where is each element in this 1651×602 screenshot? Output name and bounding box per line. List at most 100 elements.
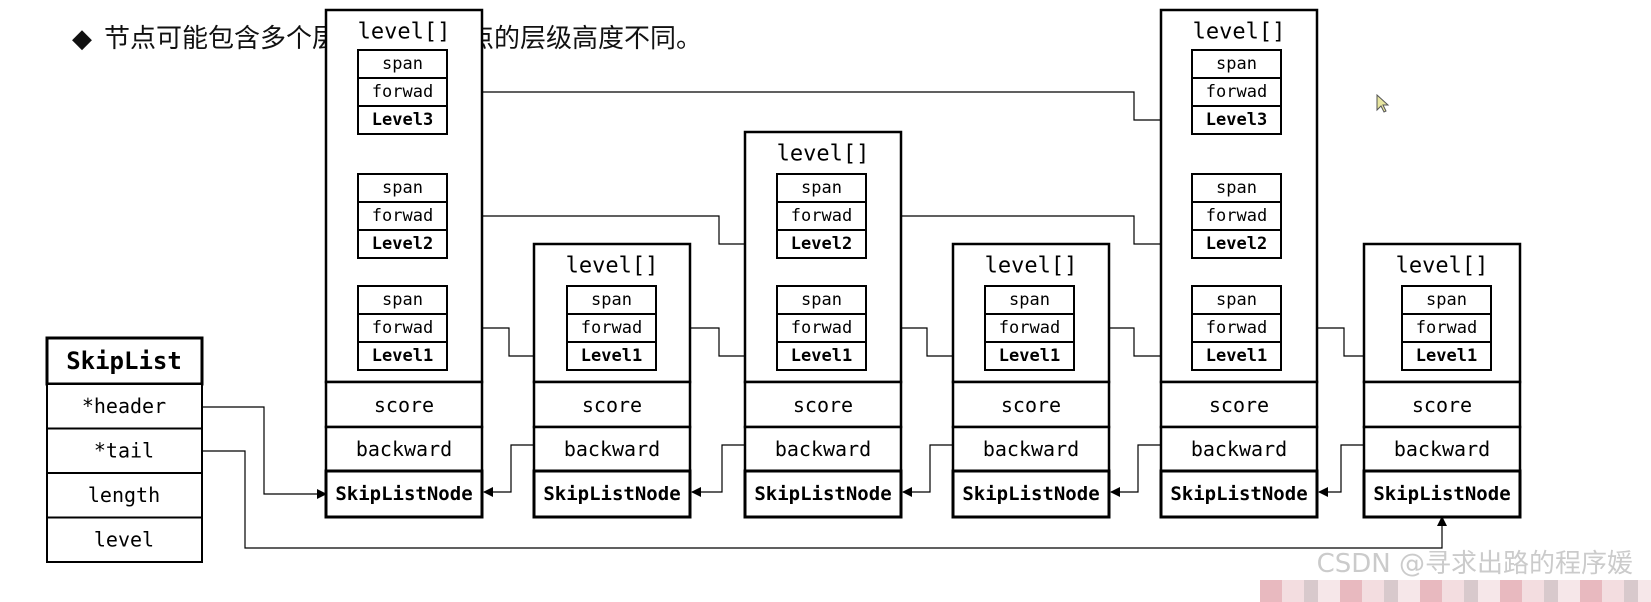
score-label: score xyxy=(1209,393,1269,417)
level-label-level1: Level1 xyxy=(581,346,642,366)
skiplist-field-cell xyxy=(46,383,203,430)
forward-pointer-level2 xyxy=(866,215,1193,249)
span-label: span xyxy=(591,290,632,310)
backward-pointer xyxy=(1318,444,1364,497)
forward-label: forwad xyxy=(372,318,433,338)
level-cell xyxy=(984,341,1075,371)
score-label: score xyxy=(793,393,853,417)
forward-label: forwad xyxy=(372,82,433,102)
forward-label: forwad xyxy=(1206,82,1267,102)
score-cell xyxy=(1159,380,1319,429)
forward-cell xyxy=(1191,201,1282,231)
level-array-label: level[] xyxy=(1396,254,1489,279)
node-type-cell xyxy=(532,469,692,519)
forward-cell xyxy=(357,313,448,343)
blurred-strip xyxy=(1260,580,1651,602)
backward-label: backward xyxy=(983,437,1079,461)
level-array-label: level[] xyxy=(777,142,870,167)
node-type-cell xyxy=(324,469,484,519)
backward-label: backward xyxy=(564,437,660,461)
level-label-level3: Level3 xyxy=(372,110,433,130)
level-label-level2: Level2 xyxy=(1206,234,1267,254)
backward-cell xyxy=(1362,425,1522,473)
skiplist-node-5: level[]spanforwadLevel3spanforwadLevel2s… xyxy=(1159,8,1319,519)
score-label: score xyxy=(582,393,642,417)
span-cell xyxy=(357,173,448,203)
skiplist-node-4: level[]spanforwadLevel1scorebackwardSkip… xyxy=(951,242,1111,519)
level-cell xyxy=(1191,105,1282,135)
level-label-level1: Level1 xyxy=(372,346,433,366)
span-label: span xyxy=(382,54,423,74)
backward-pointer xyxy=(483,444,534,497)
level-label-level1: Level1 xyxy=(1416,346,1477,366)
skiplist-field-length: length xyxy=(88,483,160,507)
level-label-level1: Level1 xyxy=(999,346,1060,366)
score-label: score xyxy=(1412,393,1472,417)
backward-pointer xyxy=(691,444,745,497)
span-cell xyxy=(357,49,448,79)
forward-pointer-level3 xyxy=(447,91,1193,125)
span-label: span xyxy=(1426,290,1467,310)
node-type-cell xyxy=(1362,469,1522,519)
span-cell xyxy=(776,173,867,203)
diamond-bullet-icon: ◆ xyxy=(72,24,92,54)
forward-label: forwad xyxy=(791,318,852,338)
level-cell xyxy=(566,341,657,371)
score-cell xyxy=(1362,380,1522,429)
node-type-label: SkipListNode xyxy=(1373,483,1510,505)
skiplist-field-cell xyxy=(46,472,203,519)
score-cell xyxy=(743,380,903,429)
backward-pointer xyxy=(902,444,953,497)
level-cell xyxy=(357,105,448,135)
level-label-level1: Level1 xyxy=(1206,346,1267,366)
level-cell xyxy=(1401,341,1492,371)
span-label: span xyxy=(801,178,842,198)
node-type-cell xyxy=(1159,469,1319,519)
skiplist-title: SkipList xyxy=(66,347,182,375)
forward-label: forwad xyxy=(1416,318,1477,338)
skiplist-title-cell xyxy=(45,336,204,386)
span-label: span xyxy=(1216,54,1257,74)
score-label: score xyxy=(374,393,434,417)
node-type-label: SkipListNode xyxy=(754,483,891,505)
structure-boxes: SkipList*header*taillengthlevellevel[]sp… xyxy=(45,8,1522,563)
backward-label: backward xyxy=(356,437,452,461)
skiplist-node-6: level[]spanforwadLevel1scorebackwardSkip… xyxy=(1362,242,1522,519)
forward-pointer-level2 xyxy=(447,215,778,249)
level-label-level3: Level3 xyxy=(1206,110,1267,130)
span-label: span xyxy=(382,290,423,310)
node-type-cell xyxy=(743,469,903,519)
level-label-level2: Level2 xyxy=(791,234,852,254)
level-array-label: level[] xyxy=(1193,20,1286,45)
backward-label: backward xyxy=(1191,437,1287,461)
level-cell xyxy=(357,229,448,259)
node-type-label: SkipListNode xyxy=(962,483,1099,505)
skiplist-node-2: level[]spanforwadLevel1scorebackwardSkip… xyxy=(532,242,692,519)
forward-cell xyxy=(357,201,448,231)
backward-pointer xyxy=(1110,444,1161,497)
forward-cell xyxy=(776,313,867,343)
span-cell xyxy=(357,285,448,315)
score-cell xyxy=(951,380,1111,429)
skiplist-node-1: level[]spanforwadLevel3spanforwadLevel2s… xyxy=(324,8,484,519)
level-cell xyxy=(357,341,448,371)
backward-label: backward xyxy=(775,437,871,461)
watermark: CSDN @寻求出路的程序媛 xyxy=(1316,549,1633,579)
span-cell xyxy=(1401,285,1492,315)
forward-cell xyxy=(357,77,448,107)
level-label-level1: Level1 xyxy=(791,346,852,366)
node-type-label: SkipListNode xyxy=(1170,483,1307,505)
level-array-label: level[] xyxy=(358,20,451,45)
level-cell xyxy=(776,229,867,259)
forward-label: forwad xyxy=(791,206,852,226)
skiplist-field-header: *header xyxy=(82,394,166,418)
node-type-label: SkipListNode xyxy=(335,483,472,505)
mouse-cursor-icon xyxy=(1376,94,1390,113)
span-cell xyxy=(566,285,657,315)
span-cell xyxy=(1191,49,1282,79)
header-pointer xyxy=(202,406,327,499)
node-type-label: SkipListNode xyxy=(543,483,680,505)
backward-cell xyxy=(743,425,903,473)
level-array-label: level[] xyxy=(985,254,1078,279)
